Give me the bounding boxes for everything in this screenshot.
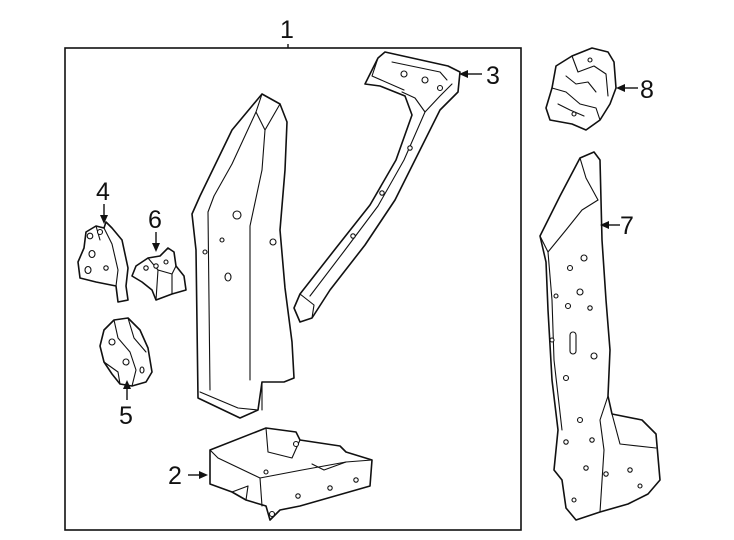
part-5-gusset[interactable]: [99, 317, 153, 387]
part-2-tray[interactable]: [209, 427, 373, 521]
part-7-inner-panel[interactable]: [539, 151, 661, 521]
part-3-brace[interactable]: [293, 51, 461, 323]
assembly-frame: [64, 47, 522, 531]
callout-4[interactable]: 4: [96, 178, 110, 206]
arrow-5: [123, 380, 131, 389]
callout-8[interactable]: 8: [640, 76, 654, 104]
callout-7[interactable]: 7: [620, 212, 634, 240]
arrow-7: [600, 221, 609, 229]
arrow-2: [199, 471, 208, 479]
part-8-reinforcement[interactable]: [545, 47, 617, 131]
arrow-3: [459, 70, 468, 78]
callout-2[interactable]: 2: [168, 462, 182, 490]
arrow-6: [152, 243, 160, 252]
callout-5[interactable]: 5: [119, 402, 133, 430]
arrow-4: [100, 215, 108, 224]
callout-1[interactable]: 1: [280, 16, 294, 44]
part-6-bracket[interactable]: [131, 247, 187, 301]
callout-3[interactable]: 3: [486, 62, 500, 90]
part-pillar-main[interactable]: [191, 93, 295, 419]
part-4-bracket[interactable]: [77, 221, 129, 303]
arrow-8: [616, 84, 625, 92]
callout-6[interactable]: 6: [148, 206, 162, 234]
